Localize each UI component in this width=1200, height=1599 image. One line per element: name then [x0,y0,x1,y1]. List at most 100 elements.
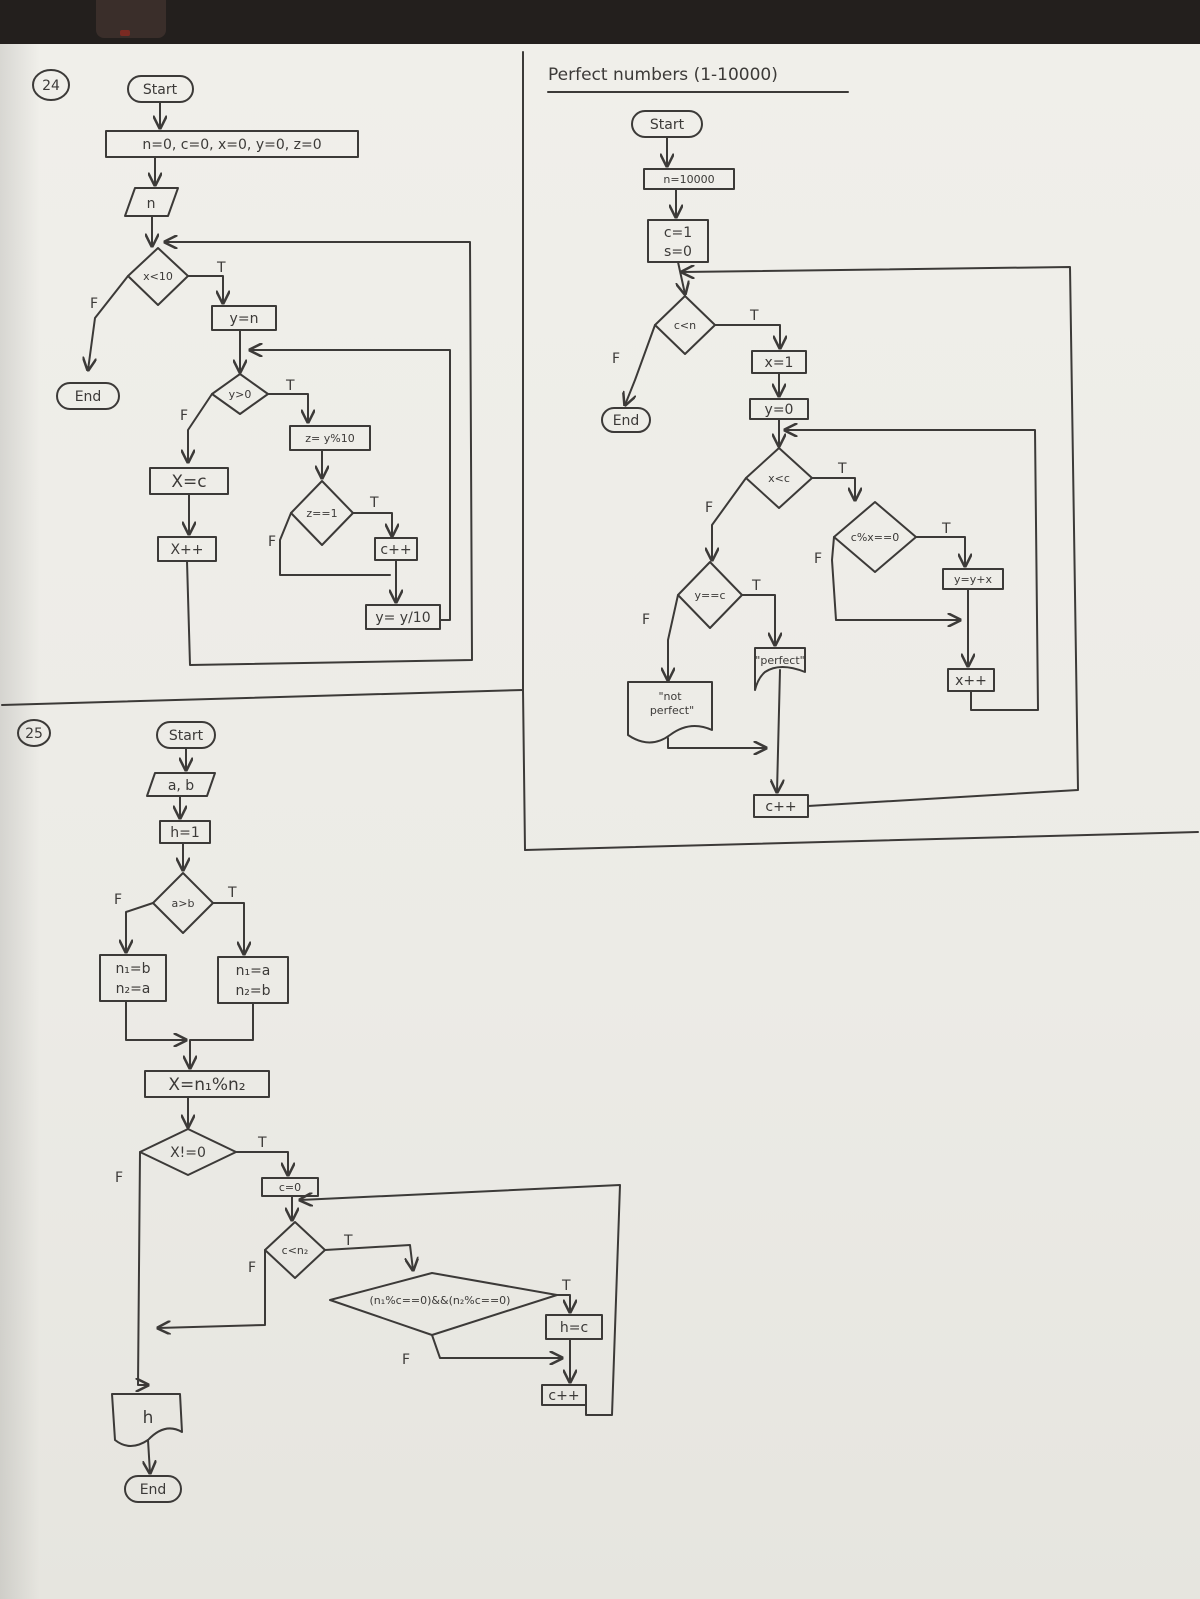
decision-c-lt-n [654,295,716,355]
decision-y-gt-0 [211,373,269,415]
init-box [105,130,359,158]
assign-x-box [144,1070,270,1098]
true-label: T [749,308,759,324]
decision-label: y==c [695,589,726,602]
true-label: T [227,885,237,901]
decision-label: c<n [674,319,696,332]
decision-x-lt-10 [127,247,189,306]
divider-vertical-right-box [522,689,526,851]
false-label: F [248,1260,256,1276]
background-object [96,0,166,38]
inc-c-label: c++ [765,799,796,815]
arrow-loop-inner [785,430,1039,711]
decision-label: X!=0 [170,1145,206,1161]
arrow-true [235,1151,288,1175]
div-y-label: y= y/10 [375,610,430,626]
arrow-merge [125,1000,186,1040]
arrow-merge [667,737,766,748]
true-label: T [216,260,226,276]
inc-x-label: x++ [955,673,987,689]
arrow-false [158,1249,266,1328]
decision-a-gt-b [152,872,214,934]
true-label: T [837,461,847,477]
true-label: T [343,1233,353,1249]
assign-z-box [289,425,371,451]
end-terminal [124,1475,182,1503]
arrow-true [714,324,780,348]
input-parallelogram [146,772,216,797]
decision-y-eq-c [677,561,743,629]
false-label: F [814,551,822,567]
add-y-box [942,568,1004,590]
flowchart-perfect-numbers: Perfect numbers (1-10000) Start n=10000 … [547,65,1079,818]
assign-h-box [545,1314,603,1340]
true-label: T [751,578,761,594]
decision-z-eq-1 [290,480,354,546]
assign-y-label: y=0 [765,402,794,418]
false-assign-label-1: n₁=b [115,961,150,977]
input-label: n [147,196,156,212]
output-not-perfect-label-2: perfect" [650,704,694,717]
inc-c-label: c++ [548,1388,579,1404]
false-label: F [115,1170,123,1186]
divider-horizontal-right [524,831,1199,851]
section-number-circle [32,69,70,101]
flowchart-25: 25 Start a, b h=1 a>b T F n₁=b n₂=a n₁=a… [17,719,621,1503]
init-h-box [159,820,211,844]
background-object-detail [120,30,130,36]
arrow-false [126,902,154,952]
section-number: 25 [25,726,43,742]
arrow [777,669,780,792]
true-label: T [369,495,379,511]
true-label: T [561,1278,571,1294]
true-assign-label-1: n₁=a [236,963,271,979]
end-label: End [75,389,102,405]
assign-n-label: n=10000 [663,173,714,186]
arrow-false [279,512,391,576]
add-y-label: y=y+x [954,573,992,586]
decision-label: x<10 [143,270,173,283]
decision-label: y>0 [229,388,252,401]
end-label: End [140,1482,167,1498]
flowchart-24: 24 Start n=0, c=0, x=0, y=0, z=0 n x<10 … [32,69,473,666]
true-assign-label-2: n₂=b [235,983,270,999]
false-assign-box [99,954,167,1002]
panel-borders [1,51,1199,851]
decision-label: x<c [768,472,790,485]
arrow-loop-outer [165,242,473,666]
assign-n-box [643,168,735,190]
diagram-title: Perfect numbers (1-10000) [548,65,778,85]
arrow-true [324,1244,413,1270]
arrow-true [741,594,775,645]
assign-y-label: y=n [230,311,259,327]
section-number-circle [17,719,51,747]
arrow [148,1439,150,1473]
section-number: 24 [42,78,60,94]
end-terminal [601,407,651,433]
input-parallelogram [124,187,179,217]
arrow-false [138,1151,148,1385]
init-c-label: c=0 [279,1181,301,1194]
false-label: F [90,296,98,312]
false-label: F [705,500,713,516]
background-top [0,0,1200,44]
arrow-loop-inner [250,350,451,621]
decision-divisor [833,501,917,573]
start-label: Start [169,728,204,744]
decision-label: c%x==0 [851,531,899,544]
arrow-loop-outer [682,267,1079,807]
end-terminal [56,382,120,410]
true-label: T [257,1135,267,1151]
false-label: F [612,351,620,367]
arrow-true [915,536,965,566]
divider-horizontal-left [1,689,524,706]
arrow-true [352,512,392,536]
decision-label: c<n₂ [282,1244,309,1257]
decision-label: z==1 [306,507,337,520]
arrow-false [712,477,747,560]
arrow-false [668,594,679,680]
arrow-merge [190,1002,254,1068]
decision-c-lt-n2 [264,1221,326,1279]
output-not-perfect-label-1: "not [658,690,682,703]
